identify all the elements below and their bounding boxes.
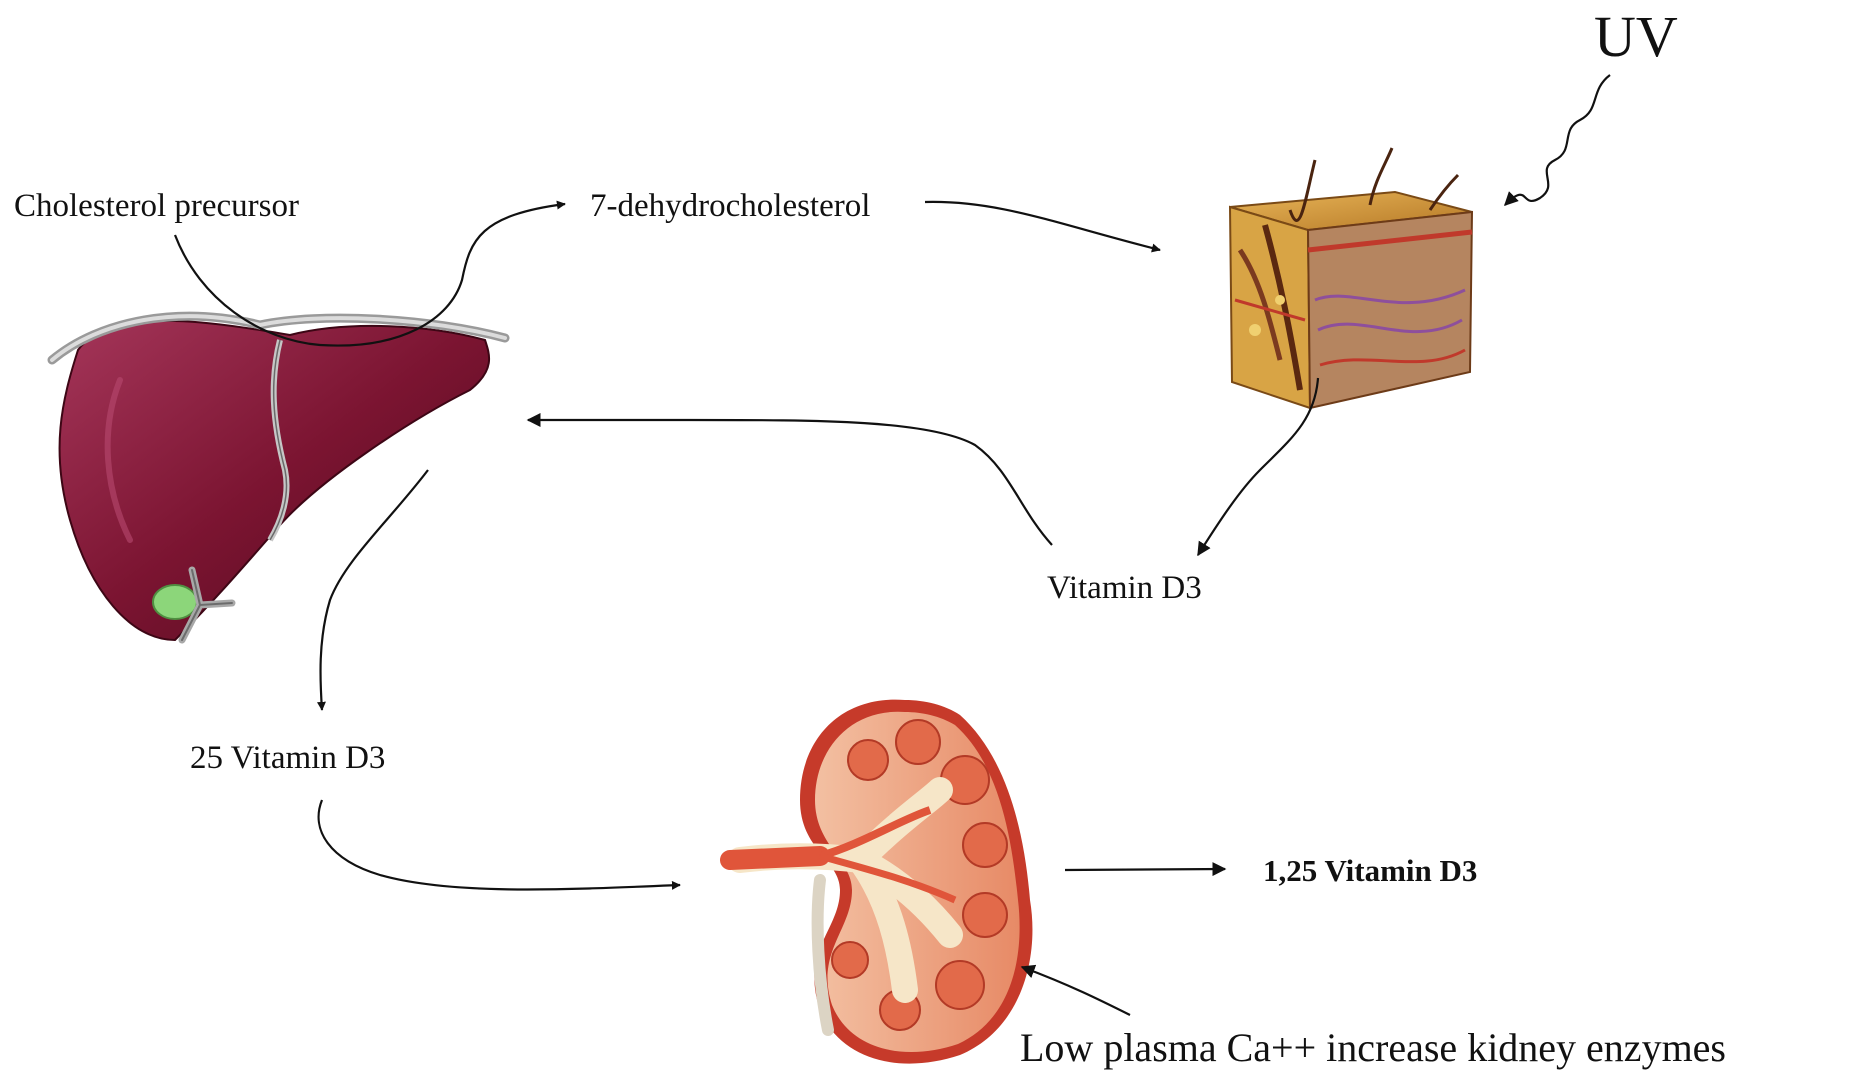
low-calcium-note-label: Low plasma Ca++ increase kidney enzymes — [1020, 1028, 1726, 1068]
kidney-icon — [730, 700, 1032, 1064]
arrow-liver-to-25-vitamin-d3 — [320, 470, 428, 710]
arrow-7dhc-to-skin — [925, 202, 1160, 250]
vitamin-d3-label: Vitamin D3 — [1047, 572, 1202, 605]
cholesterol-precursor-label: Cholesterol precursor — [14, 190, 299, 223]
liver-icon — [52, 316, 505, 640]
25-vitamin-d3-label: 25 Vitamin D3 — [190, 742, 385, 775]
7-dehydrocholesterol-label: 7-dehydrocholesterol — [590, 190, 870, 223]
uv-label: UV — [1594, 8, 1678, 66]
arrow-uv-wave — [1505, 75, 1610, 205]
arrow-cholesterol-to-7dhc — [175, 204, 565, 346]
arrow-25-vitamin-d3-to-kidney — [319, 800, 680, 889]
arrow-calcium-to-kidney — [1022, 967, 1130, 1015]
arrow-vitamin-d3-to-liver — [528, 420, 1052, 545]
1-25-vitamin-d3-label: 1,25 Vitamin D3 — [1263, 855, 1477, 886]
skin-icon — [1230, 148, 1472, 408]
arrow-kidney-to-125-vitamin-d3 — [1065, 869, 1225, 870]
